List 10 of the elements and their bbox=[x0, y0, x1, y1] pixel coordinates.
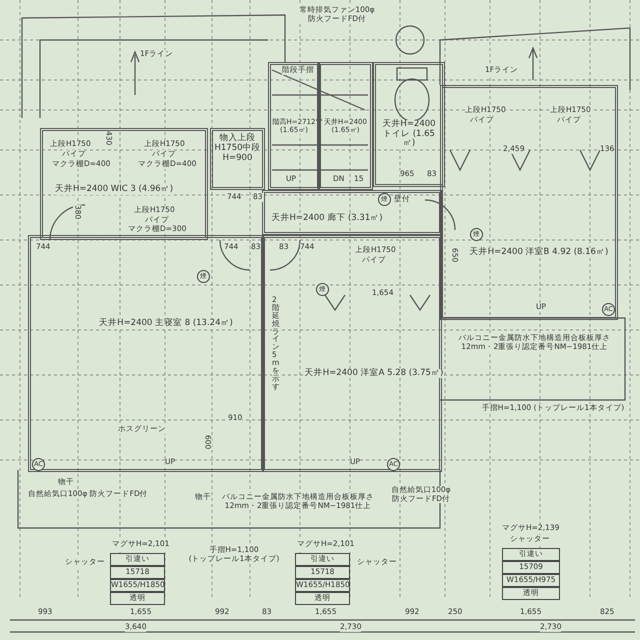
stair-landing-room bbox=[318, 62, 373, 190]
toilet-room bbox=[373, 62, 445, 187]
room-label: 天井H=2400 洋室A 5.28 (3.75㎡) bbox=[304, 368, 444, 378]
hallway-room bbox=[262, 190, 442, 235]
room-label: 天井H=2400 廊下 (3.31㎡) bbox=[271, 214, 383, 224]
room-label: 物入上段H1750中段H=900 bbox=[214, 134, 261, 164]
storage-closet bbox=[210, 128, 265, 190]
room-label: 天井H=2400 WIC 3 (4.96㎡) bbox=[54, 185, 174, 195]
room-label: 天井H=2400 洋室B 4.92 (8.16㎡) bbox=[470, 248, 608, 258]
room-label: 天井H=2400 主寝室 8 (13.24㎡) bbox=[99, 318, 233, 328]
